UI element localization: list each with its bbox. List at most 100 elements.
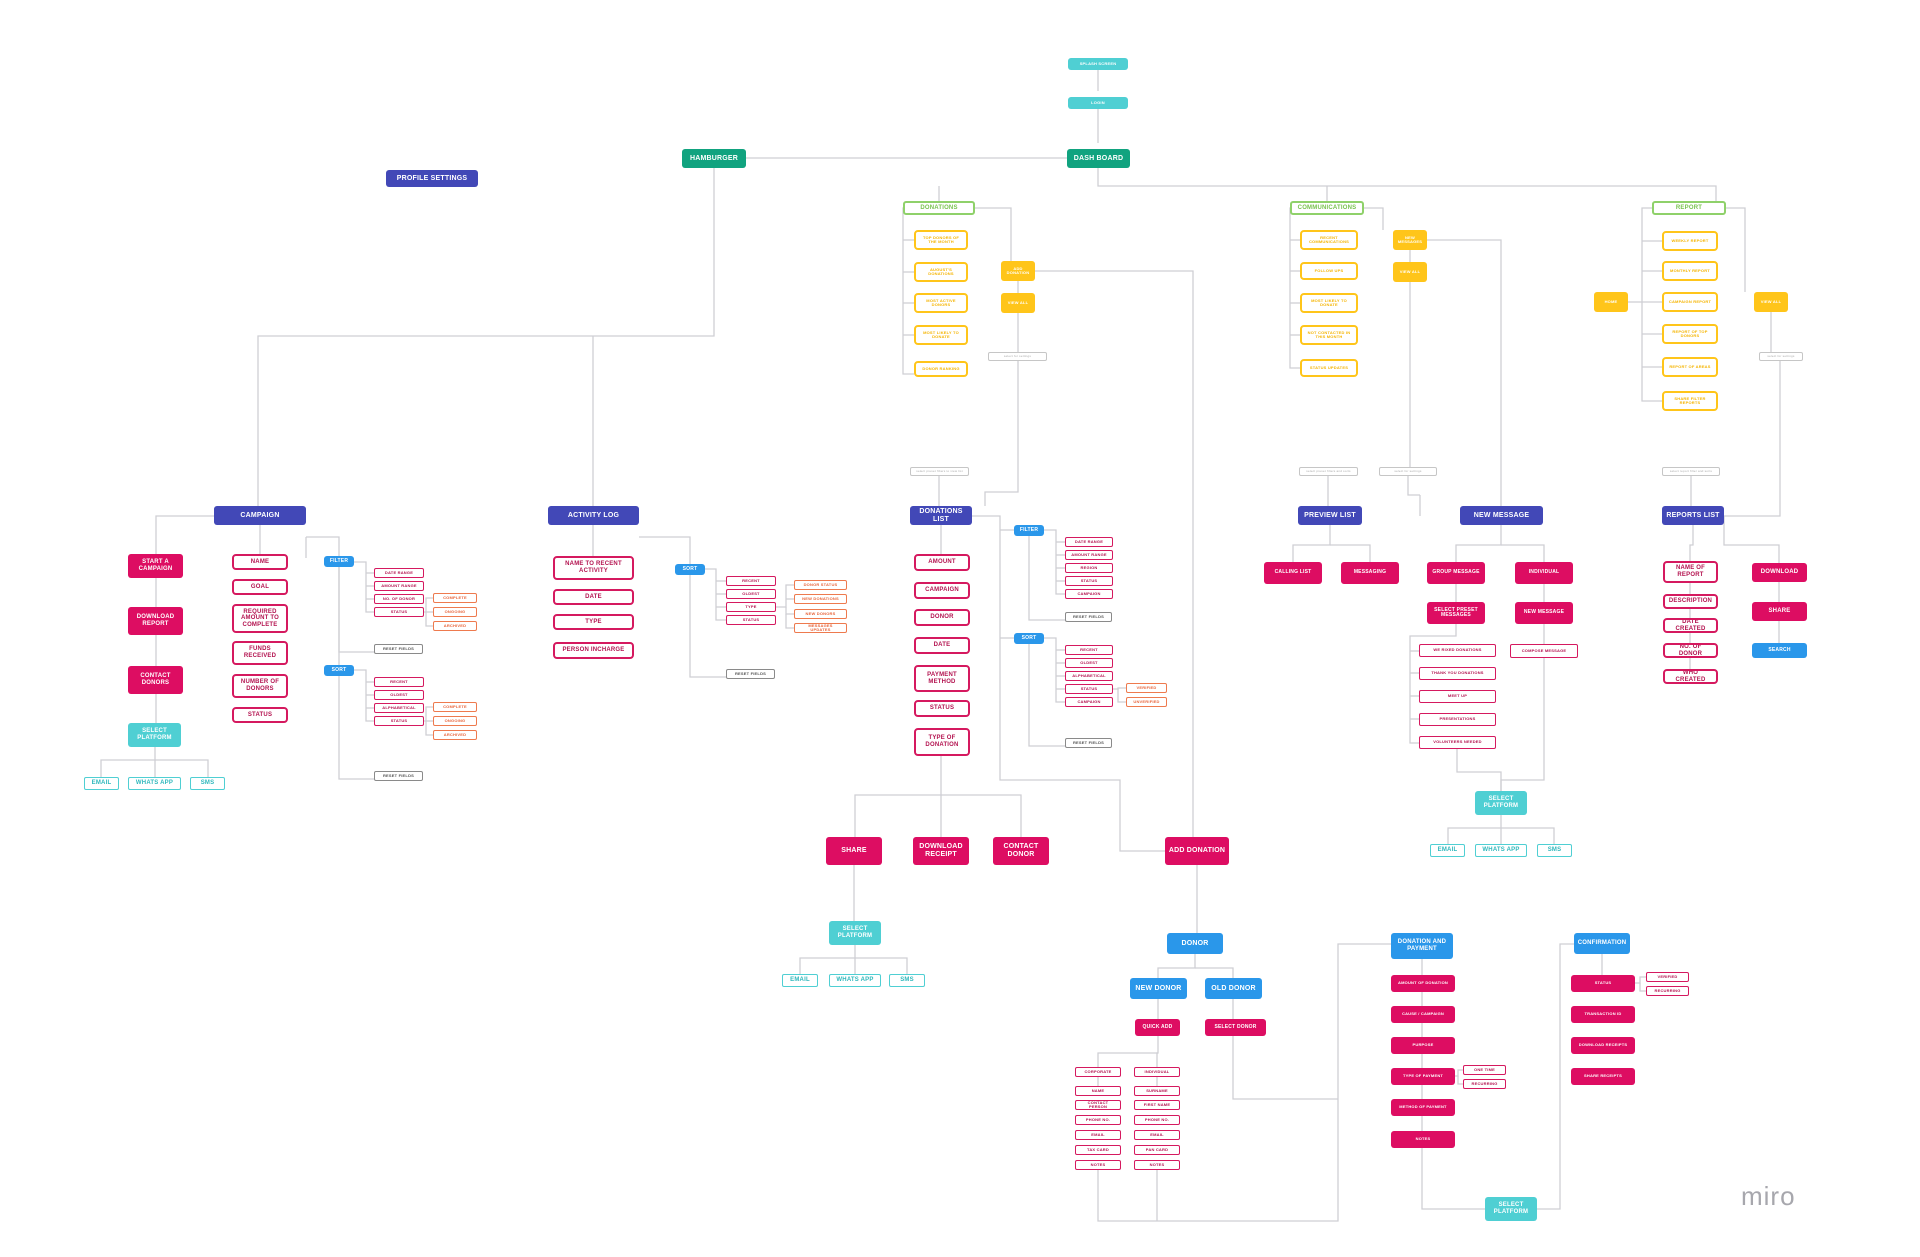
node-ds-reset[interactable]: RESET FIELDS — [1065, 738, 1112, 748]
node-cf-nodonor[interactable]: NO. OF DONOR — [374, 594, 424, 604]
node-dl-filter[interactable]: FILTER — [1014, 525, 1044, 536]
node-don-august[interactable]: AUGUST'S DONATIONS — [914, 262, 968, 282]
node-login[interactable]: LOGIN — [1068, 97, 1128, 109]
node-com-viewall[interactable]: VIEW ALL — [1393, 262, 1427, 282]
node-cs-complete[interactable]: COMPLETE — [433, 702, 477, 712]
node-df-status[interactable]: STATUS — [1065, 576, 1113, 586]
node-new-message[interactable]: NEW MESSAGE — [1460, 506, 1543, 525]
node-whatsapp-2[interactable]: WHATS APP — [829, 974, 881, 987]
node-select-platform-4[interactable]: SELECT PLATFORM — [1485, 1197, 1537, 1221]
node-as-type[interactable]: TYPE — [726, 602, 776, 612]
node-cmp-name[interactable]: NAME — [232, 554, 288, 570]
node-ds-alpha[interactable]: ALPHABETICAL — [1065, 671, 1113, 681]
node-calling-list[interactable]: CALLING LIST — [1264, 562, 1322, 584]
node-individual[interactable]: INDIVIDUAL — [1134, 1067, 1180, 1077]
node-cmp-goal[interactable]: GOAL — [232, 579, 288, 595]
node-c-name[interactable]: NAME — [1075, 1086, 1121, 1096]
node-confirmation[interactable]: CONFIRMATION — [1574, 933, 1630, 954]
node-cf2-verified[interactable]: VERIFIED — [1646, 972, 1689, 982]
node-rl-date[interactable]: DATE CREATED — [1663, 618, 1718, 633]
node-c-email[interactable]: EMAIL — [1075, 1130, 1121, 1140]
node-add-donation[interactable]: ADD DONATION — [1165, 837, 1229, 865]
node-i-pan[interactable]: PAN CARD — [1134, 1145, 1180, 1155]
node-dp-purpose[interactable]: PURPOSE — [1391, 1037, 1455, 1054]
node-nm-new[interactable]: NEW MESSAGE — [1515, 602, 1573, 624]
node-cf-amount[interactable]: AMOUNT RANGE — [374, 581, 424, 591]
node-as-oldest[interactable]: OLDEST — [726, 589, 776, 599]
node-at-newdonors[interactable]: NEW DONORS — [794, 609, 847, 619]
node-cmp-number[interactable]: NUMBER OF DONORS — [232, 674, 288, 698]
node-df-amount[interactable]: AMOUNT RANGE — [1065, 550, 1113, 560]
node-at-donor[interactable]: DONOR STATUS — [794, 580, 847, 590]
node-rl-name[interactable]: NAME OF REPORT — [1663, 561, 1718, 583]
node-donations[interactable]: DONATIONS — [903, 201, 975, 215]
node-cs-reset[interactable]: RESET FIELDS — [374, 771, 423, 781]
node-dp-notes[interactable]: NOTES — [1391, 1131, 1455, 1148]
node-don-sel1[interactable]: select for settings — [988, 352, 1047, 361]
node-as-status[interactable]: STATUS — [726, 615, 776, 625]
node-rep-donors[interactable]: REPORT OF TOP DONORS — [1662, 324, 1718, 344]
node-share[interactable]: SHARE — [826, 837, 882, 865]
node-com-likely[interactable]: MOST LIKELY TO DONATE — [1300, 293, 1358, 313]
node-cs-status[interactable]: STATUS — [374, 716, 424, 726]
node-dp-type[interactable]: TYPE OF PAYMENT — [1391, 1068, 1455, 1085]
node-compose[interactable]: COMPOSE MESSAGE — [1510, 644, 1578, 658]
node-sms-3[interactable]: SMS — [1537, 844, 1572, 857]
node-act-date[interactable]: DATE — [553, 589, 634, 605]
node-rl-who[interactable]: WHO CREATED — [1663, 669, 1718, 684]
node-dp-onetime[interactable]: ONE TIME — [1463, 1065, 1506, 1075]
node-pm-present[interactable]: PRESENTATIONS — [1419, 713, 1496, 726]
node-sms-2[interactable]: SMS — [889, 974, 925, 987]
node-i-surname[interactable]: SURNAME — [1134, 1086, 1180, 1096]
node-i-notes[interactable]: NOTES — [1134, 1160, 1180, 1170]
node-cmp-required[interactable]: REQUIRED AMOUNT TO COMPLETE — [232, 604, 288, 633]
node-dl-sort[interactable]: SORT — [1014, 633, 1044, 644]
node-as-reset[interactable]: RESET FIELDS — [726, 669, 775, 679]
node-cmp-filter[interactable]: FILTER — [324, 556, 354, 567]
node-group-message[interactable]: GROUP MESSAGE — [1427, 562, 1485, 584]
node-preview-list[interactable]: PREVIEW LIST — [1298, 506, 1362, 525]
node-dl-campaign[interactable]: CAMPAIGN — [914, 582, 970, 599]
node-c-phone[interactable]: PHONE NO. — [1075, 1115, 1121, 1125]
node-dp-method[interactable]: METHOD OF PAYMENT — [1391, 1099, 1455, 1116]
node-c-notes[interactable]: NOTES — [1075, 1160, 1121, 1170]
node-rep-home[interactable]: HOME — [1594, 292, 1628, 312]
node-com-sel1[interactable]: select preset filters and sorts — [1299, 467, 1358, 476]
node-cf-archived[interactable]: ARCHIVED — [433, 621, 477, 631]
node-i-email[interactable]: EMAIL — [1134, 1130, 1180, 1140]
node-dp-amount[interactable]: AMOUNT OF DONATION — [1391, 975, 1455, 992]
node-don-top[interactable]: TOP DONORS OF THE MONTH — [914, 230, 968, 250]
node-whatsapp-3[interactable]: WHATS APP — [1475, 844, 1527, 857]
node-cs-ongoing[interactable]: ONGOING — [433, 716, 477, 726]
node-old-donor[interactable]: OLD DONOR — [1205, 978, 1262, 999]
node-communications[interactable]: COMMUNICATIONS — [1290, 201, 1364, 215]
node-df-date[interactable]: DATE RANGE — [1065, 537, 1113, 547]
node-dl-amount[interactable]: AMOUNT — [914, 554, 970, 571]
node-ds-verified[interactable]: VERIFIED — [1126, 683, 1167, 693]
node-donation-payment[interactable]: DONATION AND PAYMENT — [1391, 933, 1453, 959]
node-cs-alpha[interactable]: ALPHABETICAL — [374, 703, 424, 713]
node-com-notcontacted[interactable]: NOT CONTACTED IN THIS MONTH — [1300, 325, 1358, 345]
node-cf2-txn[interactable]: TRANSACTION ID — [1571, 1006, 1635, 1023]
node-quick-add[interactable]: QUICK ADD — [1135, 1019, 1180, 1036]
node-cf-status[interactable]: STATUS — [374, 607, 424, 617]
node-i-first[interactable]: FIRST NAME — [1134, 1100, 1180, 1110]
node-download-receipt[interactable]: DOWNLOAD RECEIPT — [913, 837, 969, 865]
node-com-newmsg[interactable]: NEW MESSAGES — [1393, 230, 1427, 250]
node-rl-desc[interactable]: DESCRIPTION — [1663, 594, 1718, 609]
node-activity-log[interactable]: ACTIVITY LOG — [548, 506, 639, 525]
node-com-recent[interactable]: RECENT COMMUNICATIONS — [1300, 230, 1358, 250]
node-donor[interactable]: DONOR — [1167, 933, 1223, 954]
node-contact-donor[interactable]: CONTACT DONOR — [993, 837, 1049, 865]
node-cmp-sort[interactable]: SORT — [324, 665, 354, 676]
node-start-campaign[interactable]: START A CAMPAIGN — [128, 554, 183, 578]
node-download-report[interactable]: DOWNLOAD REPORT — [128, 607, 183, 635]
node-pm-meet[interactable]: MEET UP — [1419, 690, 1496, 703]
node-com-sel2[interactable]: select for settings — [1379, 467, 1437, 476]
node-select-platform-2[interactable]: SELECT PLATFORM — [829, 921, 881, 945]
node-at-newdon[interactable]: NEW DONATIONS — [794, 594, 847, 604]
node-dl-payment[interactable]: PAYMENT METHOD — [914, 665, 970, 692]
node-dl-status[interactable]: STATUS — [914, 700, 970, 717]
node-cf2-share[interactable]: SHARE RECEIPTS — [1571, 1068, 1635, 1085]
node-rep-areas[interactable]: REPORT OF AREAS — [1662, 357, 1718, 377]
